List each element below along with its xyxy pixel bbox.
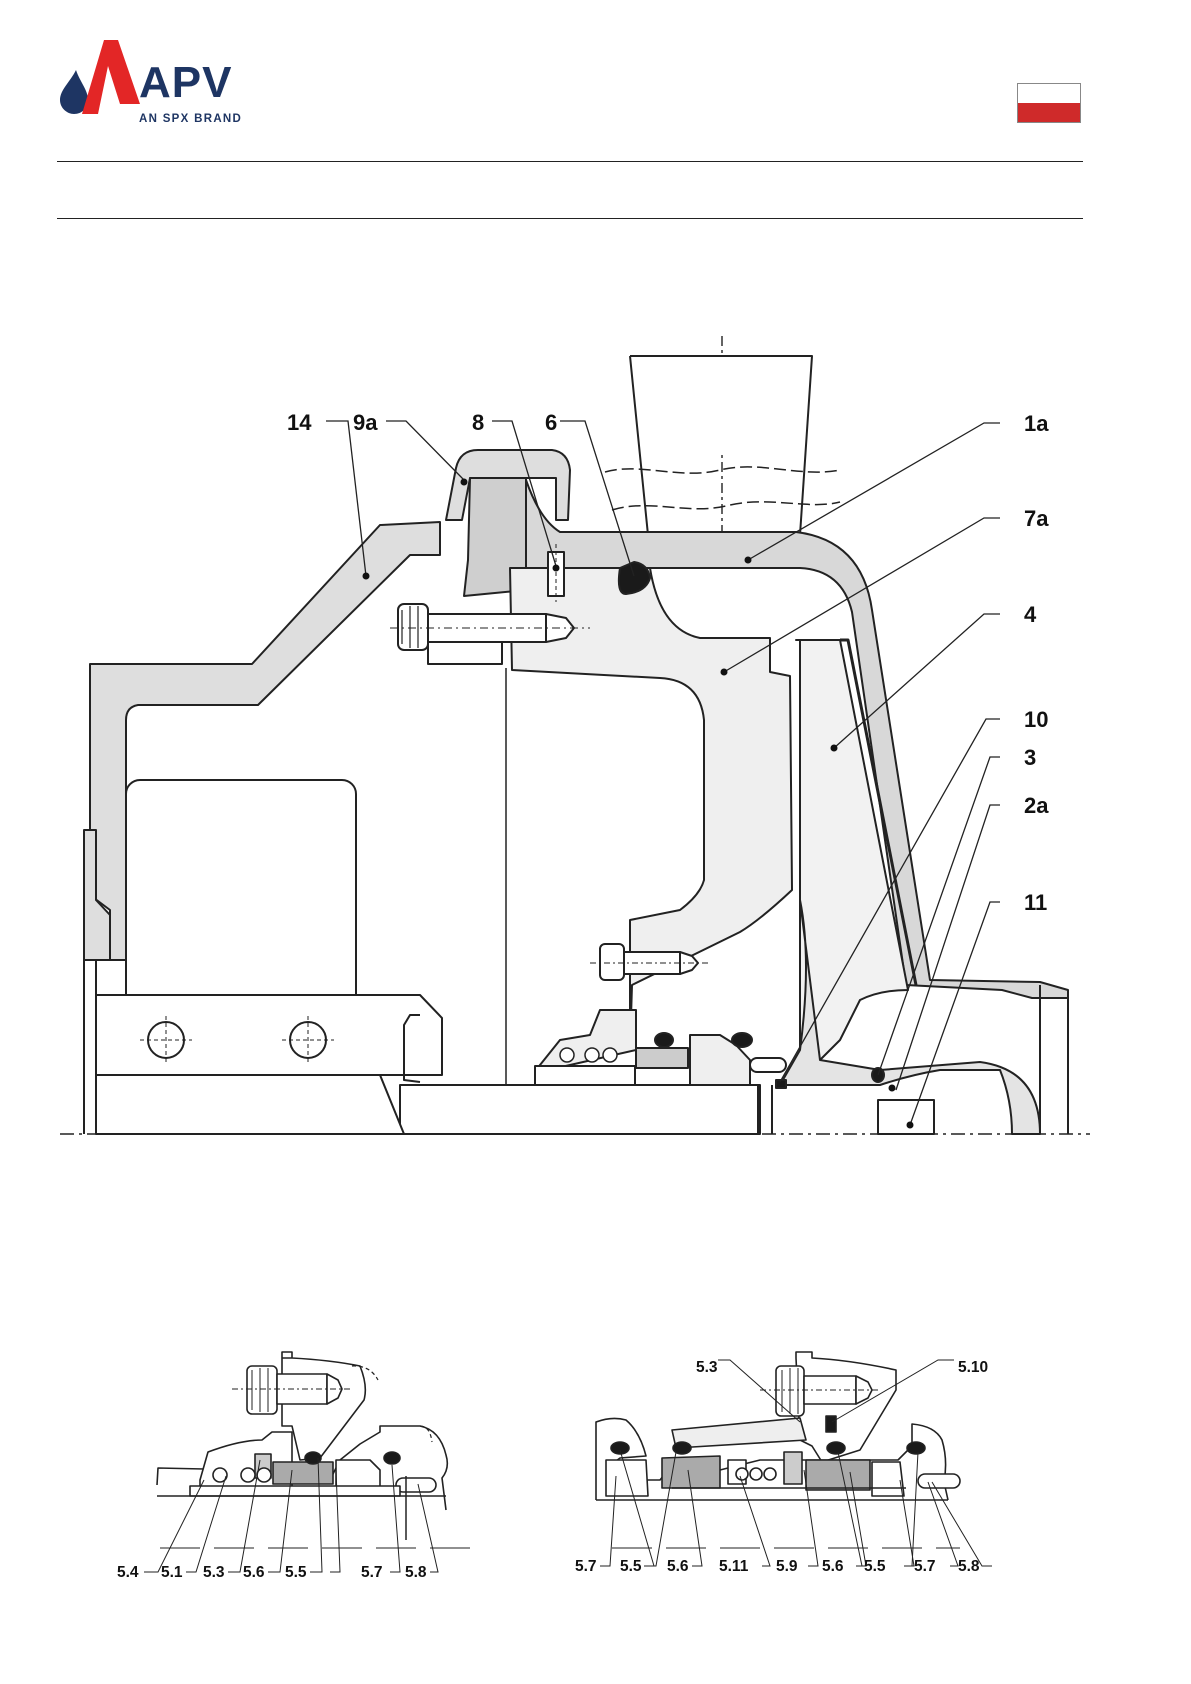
motor-body <box>126 780 356 1010</box>
detail-left-label-5-5: 5.5 <box>285 1564 307 1581</box>
detail-right-label-5-3: 5.3 <box>696 1359 718 1376</box>
seal-detail-left <box>157 1352 478 1548</box>
seal-pin <box>750 1058 786 1072</box>
detail-right-label-5-11: 5.11 <box>719 1558 749 1575</box>
seal-o-ring-2 <box>732 1033 752 1047</box>
detail-right-label-5-10: 5.10 <box>958 1359 988 1376</box>
detail-left-label-5-6: 5.6 <box>243 1564 265 1581</box>
label-11: 11 <box>1024 890 1047 915</box>
seal-housing <box>536 1010 636 1070</box>
seal-spring <box>560 1048 617 1062</box>
detail-left-label-5-8: 5.8 <box>405 1564 427 1581</box>
seal-o-ring-1 <box>655 1033 673 1047</box>
label-9a: 9a <box>353 410 378 435</box>
right-rib-lines <box>1040 985 1068 1134</box>
detail-right-label-5-5a: 5.5 <box>620 1558 642 1575</box>
seal-detail-left-leaders <box>144 1458 438 1572</box>
detail-left-label-5-1: 5.1 <box>161 1564 183 1581</box>
label-7a: 7a <box>1024 506 1049 531</box>
detail-left-label-5-3: 5.3 <box>203 1564 225 1581</box>
label-10: 10 <box>1024 707 1048 732</box>
label-3: 3 <box>1024 745 1036 770</box>
label-6: 6 <box>545 410 557 435</box>
seal-ring <box>636 1048 688 1068</box>
seal-seat <box>535 1066 635 1085</box>
detail-right-label-5-5b: 5.5 <box>864 1558 886 1575</box>
label-4: 4 <box>1024 602 1037 627</box>
label-2a: 2a <box>1024 793 1049 818</box>
inlet-pipe <box>630 356 812 535</box>
shaft <box>400 1085 760 1134</box>
label-14: 14 <box>287 410 312 435</box>
part-1a-casing <box>526 480 1068 998</box>
base-block <box>96 1075 404 1134</box>
seal-detail-right <box>596 1352 960 1548</box>
label-1a: 1a <box>1024 411 1049 436</box>
detail-right-label-5-6a: 5.6 <box>667 1558 689 1575</box>
detail-right-label-5-7b: 5.7 <box>914 1558 936 1575</box>
detail-right-label-5-9: 5.9 <box>776 1558 798 1575</box>
detail-right-label-5-6b: 5.6 <box>822 1558 844 1575</box>
label-8: 8 <box>472 410 484 435</box>
part-11-nut <box>878 1100 934 1134</box>
detail-right-label-5-8: 5.8 <box>958 1558 980 1575</box>
detail-left-label-5-4: 5.4 <box>117 1564 139 1581</box>
detail-left-label-5-7: 5.7 <box>361 1564 383 1581</box>
detail-right-label-5-7a: 5.7 <box>575 1558 597 1575</box>
